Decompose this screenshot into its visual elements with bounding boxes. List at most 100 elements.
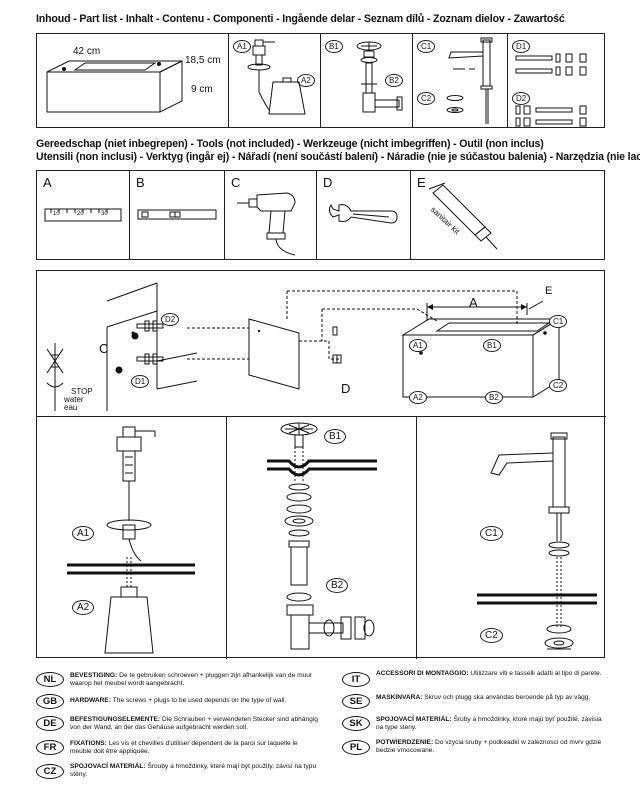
spirit-level-icon bbox=[137, 209, 217, 220]
parts-panel: 42 cm 18,5 cm 9 cm A1 A2 B1 B2 bbox=[36, 33, 605, 128]
ruler-tick-20: 20 bbox=[77, 211, 84, 217]
lang-badge-cz: CZ bbox=[36, 764, 64, 779]
install-label-e: E bbox=[545, 285, 553, 297]
parts-header: Inhoud - Part list - Inhalt - Contenu - … bbox=[36, 13, 565, 25]
lang-title-gb: HARDWARE: bbox=[70, 697, 112, 704]
drain-siphon-icon bbox=[356, 41, 403, 113]
overview-section: A E C D STOP water eau D2 D1 C1 A1 B1 A2… bbox=[37, 271, 606, 417]
install-label-a: A bbox=[469, 295, 478, 310]
screws-plugs-icon bbox=[515, 53, 587, 127]
lang-body-sk: Šrúby a hmoždinky, ktoré majú byť použit… bbox=[376, 716, 602, 731]
detail-tag-a2: A2 bbox=[72, 600, 95, 615]
lang-title-cz: SPOJOVACÍ MATERIÁL: bbox=[70, 763, 146, 770]
install-tag-a2: A2 bbox=[409, 391, 427, 404]
lang-text-fr: FIXATIONS: Les vis et chevilles d'utilis… bbox=[70, 740, 318, 755]
dim-depth: 18,5 cm bbox=[185, 55, 221, 66]
install-tag-c1: C1 bbox=[549, 315, 568, 328]
tool-letter-e: E bbox=[417, 175, 426, 190]
tool-sealant: E sanitair kit bbox=[411, 171, 606, 259]
detail-drain bbox=[227, 417, 417, 659]
lang-title-de: BEFESTIGUNGSELEMENTE: bbox=[70, 716, 161, 723]
sealant-tube-icon bbox=[428, 182, 498, 250]
tag-a2: A2 bbox=[297, 74, 315, 87]
install-label-c: C bbox=[99, 341, 109, 356]
lang-body-fr: Les vis et chevilles d'utiliser dépenden… bbox=[70, 740, 298, 755]
lang-text-se: MASKINVARA: Skruv och plugg ska användas… bbox=[376, 694, 604, 702]
install-tag-a1: A1 bbox=[409, 339, 427, 352]
tag-b1: B1 bbox=[325, 40, 343, 53]
detail-faucet bbox=[417, 417, 606, 659]
soap-dispenser-icon bbox=[247, 39, 306, 115]
install-tag-b1: B1 bbox=[483, 339, 501, 352]
lang-badge-nl: NL bbox=[36, 672, 64, 687]
tools-panel: A 10 20 30 B C bbox=[36, 170, 605, 260]
install-tag-d2: D2 bbox=[161, 313, 180, 326]
tool-letter-c: C bbox=[231, 175, 241, 190]
faucet-assembly bbox=[477, 432, 597, 650]
detail-tag-b2: B2 bbox=[326, 578, 349, 593]
detail-tag-b1: B1 bbox=[324, 429, 347, 444]
parts-cell-screws: D1 D2 bbox=[508, 34, 606, 127]
lang-title-pl: POTWIERDZENIE: bbox=[376, 739, 434, 746]
lang-body-de: Die Schrauben + verwendeten Stecker sind… bbox=[70, 716, 318, 731]
lang-text-gb: HARDWARE: The screws + plugs to be used … bbox=[70, 697, 318, 705]
lang-text-cz: SPOJOVACÍ MATERIÁL: Šrouby a hmoždinky, … bbox=[70, 763, 318, 778]
lang-badge-gb: GB bbox=[36, 694, 64, 709]
tools-header-line-2: Utensili (non inclusi) - Verktyg (ingår … bbox=[36, 151, 640, 163]
tag-b2: B2 bbox=[385, 74, 403, 87]
wall-mount-diagram bbox=[46, 282, 561, 411]
ruler-icon bbox=[44, 208, 122, 222]
install-tag-b2: B2 bbox=[485, 391, 503, 404]
lang-badge-pl: PL bbox=[342, 740, 370, 755]
detail-tag-a1: A1 bbox=[72, 526, 95, 541]
tool-letter-b: B bbox=[136, 175, 145, 190]
wrench-icon bbox=[328, 204, 398, 224]
tool-ruler: A 10 20 30 bbox=[37, 171, 130, 259]
lang-title-se: MASKINVARA: bbox=[376, 694, 423, 701]
parts-cell-drain: B1 B2 bbox=[321, 34, 413, 127]
drain-assembly bbox=[267, 422, 377, 650]
lang-text-sk: SPOJOVACÍ MATERIÁL: Šrúby a hmoždinky, k… bbox=[376, 716, 604, 731]
lang-text-pl: POTWIERDZENIE: Do vzycia sruby + podkead… bbox=[376, 739, 604, 754]
lang-text-nl: BEVESTIGING: De te gebruiken schroeven +… bbox=[70, 672, 318, 687]
lang-body-cz: Šrouby a hmoždinky, které mají být použi… bbox=[70, 763, 317, 778]
lang-badge-de: DE bbox=[36, 716, 64, 731]
faucet-icon bbox=[446, 37, 493, 124]
lang-title-sk: SPOJOVACÍ MATERIÁL: bbox=[376, 716, 452, 723]
lang-body-gb: The screws + plugs to be used depends on… bbox=[112, 697, 287, 704]
soap-dispenser-assembly bbox=[67, 426, 195, 654]
detail-tag-c1: C1 bbox=[480, 526, 503, 541]
lang-text-de: BEFESTIGUNGSELEMENTE: Die Schrauben + ve… bbox=[70, 716, 318, 731]
lang-body-pl: Do vzycia sruby + podkeadki w zaleznosci… bbox=[376, 739, 602, 754]
ruler-tick-10: 10 bbox=[53, 211, 60, 217]
eau-label: eau bbox=[64, 403, 78, 412]
dim-width: 42 cm bbox=[73, 46, 101, 57]
lang-title-it: ACCESSORI DI MONTAGGIO: bbox=[376, 670, 469, 677]
detail-tag-c2: C2 bbox=[480, 628, 503, 643]
install-tag-d1: D1 bbox=[131, 375, 150, 388]
lang-badge-fr: FR bbox=[36, 740, 64, 755]
lang-title-fr: FIXATIONS: bbox=[70, 740, 107, 747]
tag-c2: C2 bbox=[417, 92, 436, 105]
lang-body-nl: De te gebruiken schroeven + pluggen zijn… bbox=[70, 672, 313, 687]
tag-d1: D1 bbox=[512, 40, 531, 53]
lang-badge-it: IT bbox=[342, 672, 370, 687]
dim-height: 9 cm bbox=[191, 84, 213, 95]
ruler-tick-30: 30 bbox=[101, 211, 108, 217]
tool-letter-d: D bbox=[323, 175, 333, 190]
tool-drill: C bbox=[225, 171, 317, 259]
lang-badge-sk: SK bbox=[342, 716, 370, 731]
tool-letter-a: A bbox=[43, 175, 52, 190]
basin-drawing bbox=[46, 60, 183, 113]
parts-cell-soap-dispenser: A1 A2 bbox=[229, 34, 321, 127]
lang-body-it: Utilizzare viti e tasselli adatti al tip… bbox=[470, 670, 602, 677]
detail-soap-dispenser bbox=[37, 417, 227, 659]
tool-level: B bbox=[130, 171, 225, 259]
tag-a1: A1 bbox=[233, 40, 251, 53]
tools-header-line-1: Gereedschap (niet inbegrepen) - Tools (n… bbox=[36, 138, 544, 150]
stop-label: STOP bbox=[71, 387, 93, 396]
installation-panel: A E C D STOP water eau D2 D1 C1 A1 B1 A2… bbox=[36, 270, 606, 659]
tool-wrench: D bbox=[317, 171, 411, 259]
lang-badge-se: SE bbox=[342, 694, 370, 709]
lang-title-nl: BEVESTIGING: bbox=[70, 672, 118, 679]
